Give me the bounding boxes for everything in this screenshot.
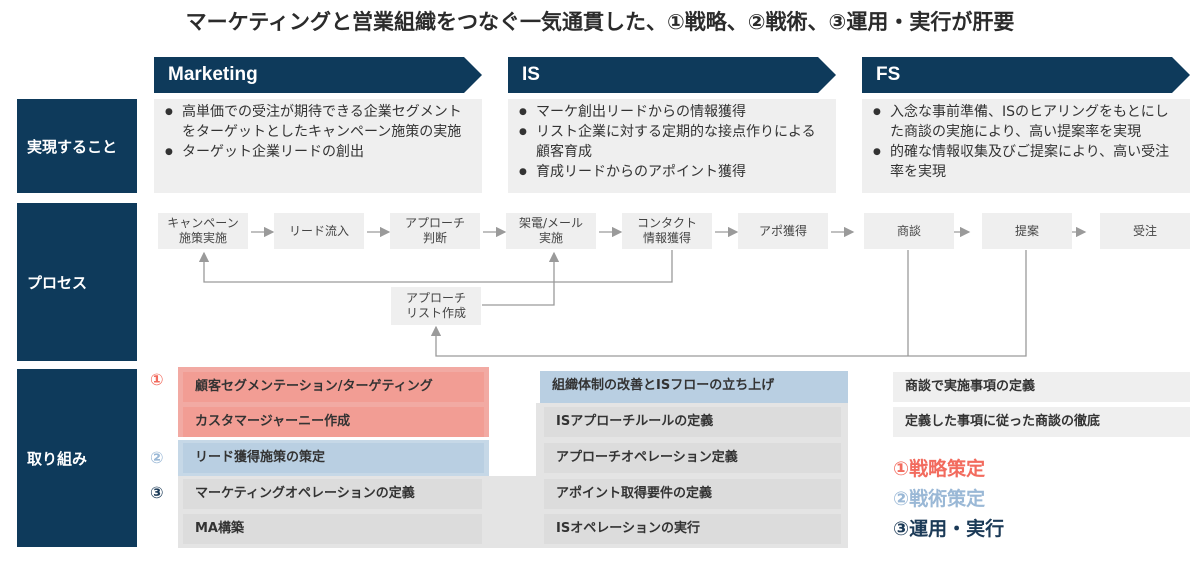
realize-is: マーケ創出リードからの情報獲得 リスト企業に対する定期的な接点作りによる顧客育成… <box>508 99 836 193</box>
process-step-campaign: キャンペーン施策実施 <box>158 213 248 249</box>
process-step-meeting: 商談 <box>864 213 954 249</box>
legend-strategy: ①戦略策定 <box>893 458 986 480</box>
arrow-list-to-call <box>482 251 560 306</box>
tactics-number: ② <box>150 448 164 467</box>
initiative-meeting-enforcement: 定義した事項に従った商談の徹底 <box>893 407 1190 437</box>
initiative-is-approach-rule: ISアプローチルールの定義 <box>544 407 841 437</box>
operation-number: ③ <box>150 483 164 502</box>
realize-fs: 入念な事前準備、ISのヒアリングをもとにした商談の実施により、高い提案率を実現 … <box>862 99 1190 193</box>
initiative-is-org: 組織体制の改善とISフローの立ち上げ <box>540 371 848 403</box>
column-header-fs: FS <box>862 57 1190 93</box>
initiative-lead-acquisition: リード獲得施策の策定 <box>183 443 484 473</box>
process-step-lead-inflow: リード流入 <box>274 213 364 249</box>
row-label-process: プロセス <box>17 203 137 361</box>
list-item: 高単価での受注が期待できる企業セグメントをターゲットとしたキャンペーン施策の実施 <box>165 102 472 142</box>
process-step-contact-info: コンタクト情報獲得 <box>622 213 712 249</box>
feedback-arrow-contact <box>198 250 673 283</box>
process-step-call-mail: 架電/メール実施 <box>506 213 596 249</box>
process-step-approach-decision: アプローチ判断 <box>390 213 480 249</box>
column-header-is: IS <box>508 57 836 93</box>
strategy-number: ① <box>150 370 164 389</box>
list-item: マーケ創出リードからの情報獲得 <box>519 102 826 122</box>
row-label-realize: 実現すること <box>17 99 137 193</box>
realize-marketing: 高単価での受注が期待できる企業セグメントをターゲットとしたキャンペーン施策の実施… <box>154 99 482 193</box>
legend-operation: ③運用・実行 <box>893 518 1005 540</box>
legend-tactics: ②戦術策定 <box>893 488 986 510</box>
list-item: リスト企業に対する定期的な接点作りによる顧客育成 <box>519 122 826 162</box>
initiative-approach-operation: アプローチオペレーション定義 <box>544 443 841 473</box>
process-step-order: 受注 <box>1100 213 1190 249</box>
list-item: 入念な事前準備、ISのヒアリングをもとにした商談の実施により、高い提案率を実現 <box>873 102 1180 142</box>
initiative-marketing-operation: マーケティングオペレーションの定義 <box>183 479 482 509</box>
list-item: ターゲット企業リードの創出 <box>165 142 472 162</box>
initiative-appointment-requirements: アポイント取得要件の定義 <box>544 479 841 509</box>
list-item: 的確な情報収集及びご提案により、高い受注率を実現 <box>873 142 1180 182</box>
initiative-is-operation: ISオペレーションの実行 <box>544 514 841 544</box>
feedback-arrow-proposal <box>430 250 1027 357</box>
process-step-appointment: アポ獲得 <box>738 213 828 249</box>
column-header-marketing: Marketing <box>154 57 482 93</box>
row-label-initiatives: 取り組み <box>17 369 137 547</box>
page-title: マーケティングと営業組織をつなぐ一気通貫した、①戦略、②戦術、③運用・実行が肝要 <box>185 10 1015 34</box>
initiative-customer-journey: カスタマージャーニー作成 <box>183 407 484 437</box>
list-item: 育成リードからのアポイント獲得 <box>519 162 826 182</box>
process-step-proposal: 提案 <box>982 213 1072 249</box>
process-step-approach-list: アプローチリスト作成 <box>391 287 481 325</box>
initiative-meeting-definition: 商談で実施事項の定義 <box>893 372 1190 402</box>
initiative-customer-segmentation: 顧客セグメンテーション/ターゲティング <box>183 372 484 402</box>
initiative-ma-build: MA構築 <box>183 514 482 544</box>
